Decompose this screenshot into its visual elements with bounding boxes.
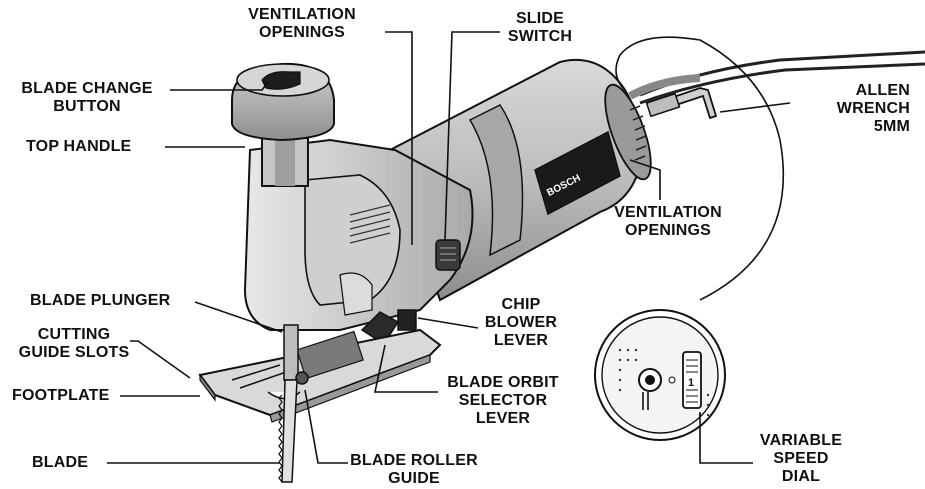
top-handle bbox=[231, 62, 335, 187]
power-cord bbox=[628, 50, 925, 105]
callout-footplate: FOOTPLATE bbox=[12, 387, 110, 404]
callout-blade-plunger: BLADE PLUNGER bbox=[30, 292, 171, 309]
blade-change-button bbox=[261, 71, 301, 90]
leader-lines bbox=[107, 31, 791, 464]
callout-top-handle: TOP HANDLE bbox=[26, 138, 132, 155]
dial-mark: 1 bbox=[688, 377, 694, 389]
allen-wrench bbox=[645, 87, 718, 120]
blade-roller-guide bbox=[295, 371, 309, 385]
footplate bbox=[198, 328, 442, 423]
slide-switch bbox=[435, 239, 461, 271]
saw-blade bbox=[281, 379, 298, 483]
blade-assembly bbox=[278, 324, 309, 483]
callout-blade: BLADE bbox=[32, 454, 89, 471]
speed-dial-inset: 1 bbox=[594, 36, 784, 441]
chip-blower-lever bbox=[397, 309, 417, 331]
